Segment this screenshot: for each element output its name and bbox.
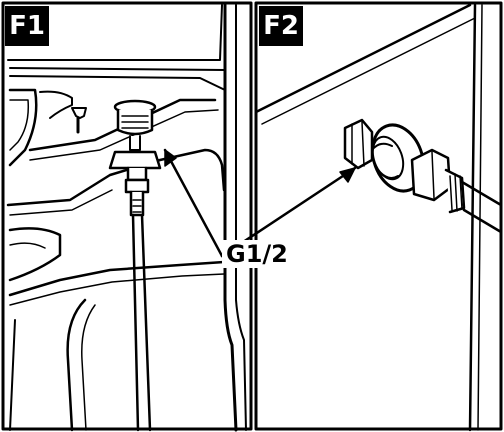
panel-f2-frame: [254, 1, 503, 431]
panel-label-f2: F2: [259, 6, 303, 46]
panel-label-f1: F1: [5, 6, 49, 46]
wall-tap-nut: [343, 118, 374, 170]
thread-size-callout: G1/2: [222, 240, 292, 268]
appliance-side: [223, 3, 238, 432]
panel-f2-drawing: [220, 1, 503, 432]
tap-fitting: [108, 99, 162, 194]
panel-f1-drawing: [1, 1, 253, 432]
hose: [460, 180, 503, 207]
callout-leader-f1: [163, 148, 224, 258]
panel-f1-frame: [1, 1, 253, 431]
cabinet-edge: [7, 4, 223, 61]
hose-coupling: [371, 123, 466, 214]
wall-edge: [254, 3, 472, 114]
inlet-hose: [129, 190, 152, 432]
